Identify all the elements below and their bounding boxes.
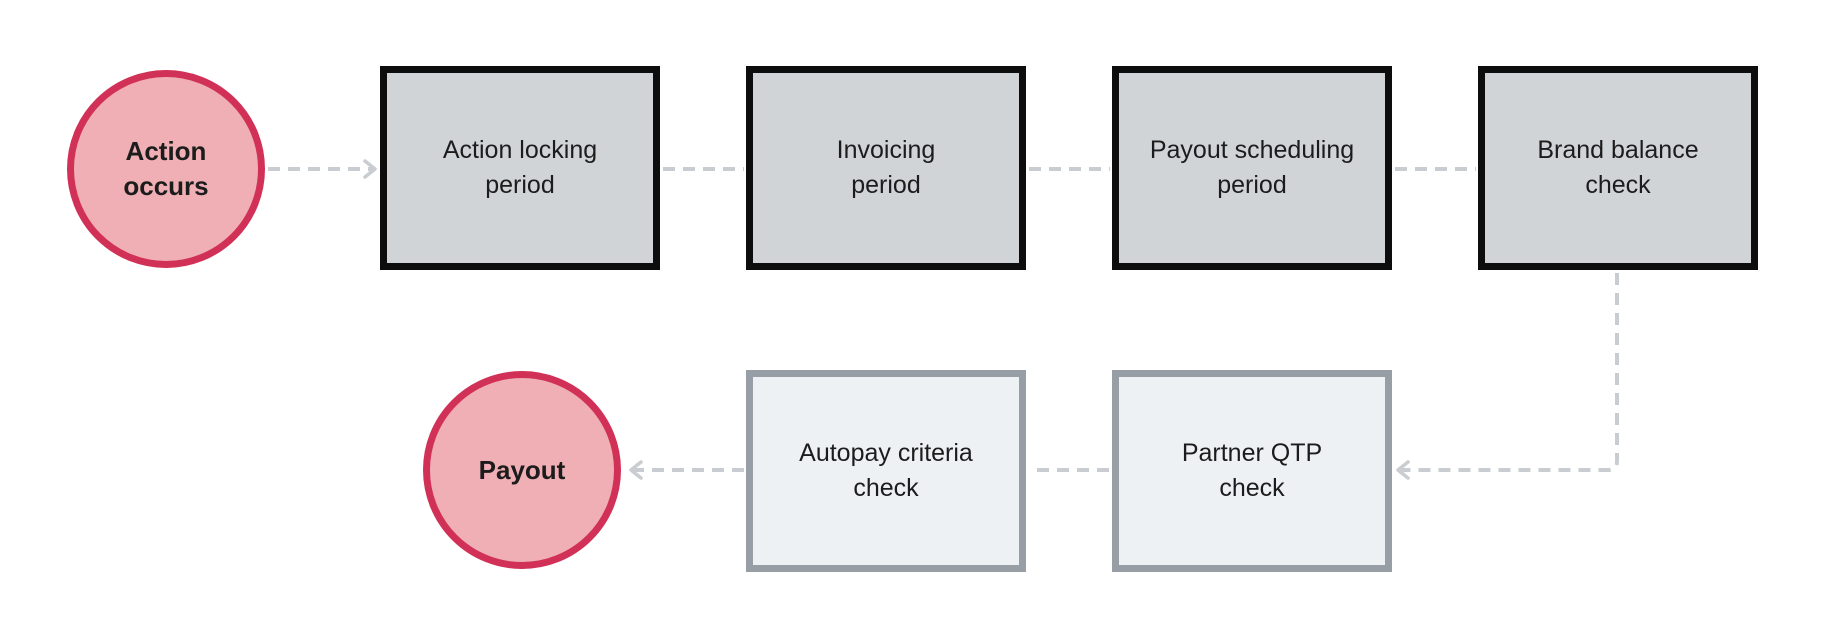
node-invoicing-period: Invoicing period xyxy=(746,66,1026,270)
action-locking-period-label: Action locking period xyxy=(442,136,598,199)
partner-qtp-check-label: Partner QTP check xyxy=(1181,439,1323,502)
brand-balance-check-label: Brand balance check xyxy=(1537,136,1699,199)
payout-scheduling-period-label: Payout scheduling period xyxy=(1149,136,1355,199)
invoicing-period-label: Invoicing period xyxy=(836,136,936,199)
action-occurs-label: Action occurs xyxy=(123,136,209,201)
end-node-payout: Payout xyxy=(423,371,621,569)
payout-label: Payout xyxy=(478,454,566,485)
node-partner-qtp-check: Partner QTP check xyxy=(1112,370,1392,572)
start-node-action-occurs: Action occurs xyxy=(67,70,265,268)
connector-brand-balance-to-partner-qtp xyxy=(1396,273,1619,480)
node-payout-scheduling-period: Payout scheduling period xyxy=(1112,66,1392,270)
node-action-locking-period: Action locking period xyxy=(380,66,660,270)
node-brand-balance-check: Brand balance check xyxy=(1478,66,1758,270)
autopay-criteria-check-label: Autopay criteria check xyxy=(799,439,973,502)
node-autopay-criteria-check: Autopay criteria check xyxy=(746,370,1026,572)
